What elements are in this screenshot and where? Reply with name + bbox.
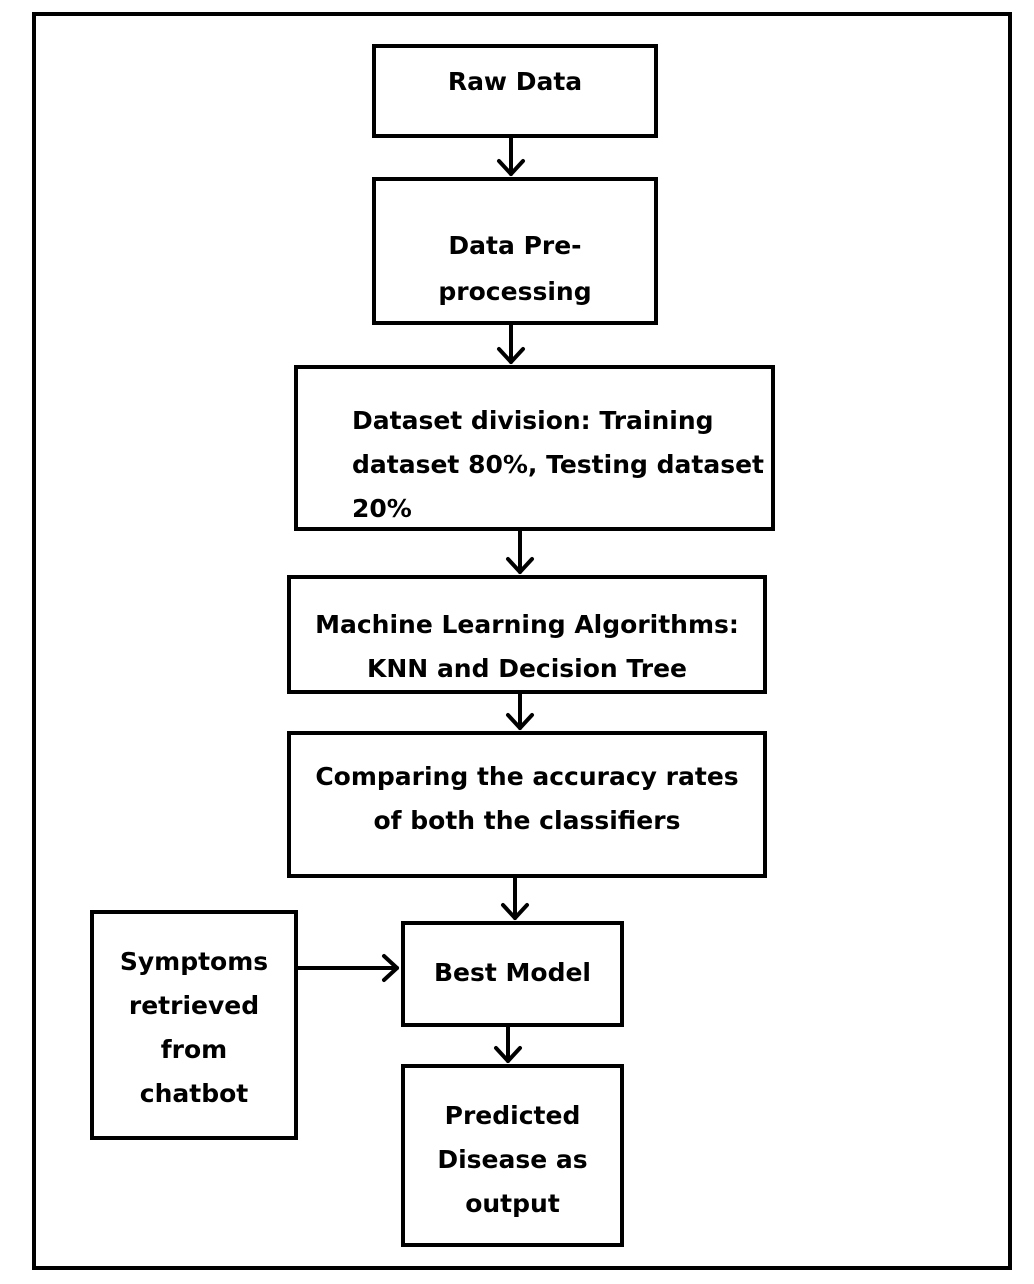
ml-algorithms-label-line-1: Machine Learning Algorithms: (315, 610, 739, 639)
preprocessing-node: Data Pre- processing (372, 177, 658, 325)
ml-algorithms-label-line-2: KNN and Decision Tree (367, 654, 687, 683)
preprocessing-label-line-1: Data Pre- (448, 231, 582, 260)
dataset-division-label-line-3: 20% (352, 494, 412, 523)
raw-data-label: Raw Data (447, 67, 583, 96)
diagram-frame (32, 12, 1012, 1270)
best-model-label: Best Model (433, 958, 592, 987)
best-model-node: Best Model (401, 921, 624, 1027)
preprocessing-label-line-2: processing (438, 277, 592, 306)
comparing-node: Comparing the accuracy rates of both the… (287, 731, 767, 878)
dataset-division-label-line-1: Dataset division: Training (352, 406, 714, 435)
dataset-division-node: Dataset division: Training dataset 80%, … (294, 365, 775, 531)
predicted-label-line-3: output (465, 1189, 560, 1218)
comparing-label-line-1: Comparing the accuracy rates (315, 762, 739, 791)
raw-data-node: Raw Data (372, 44, 658, 138)
comparing-label-line-2: of both the classifiers (373, 806, 681, 835)
symptoms-label-line-1: Symptoms (119, 947, 269, 976)
symptoms-label-line-3: from (160, 1035, 228, 1064)
symptoms-label-line-4: chatbot (139, 1079, 249, 1108)
predicted-label-line-2: Disease as (437, 1145, 588, 1174)
ml-algorithms-node: Machine Learning Algorithms: KNN and Dec… (287, 575, 767, 694)
symptoms-label-line-2: retrieved (128, 991, 260, 1020)
predicted-node: Predicted Disease as output (401, 1064, 624, 1247)
predicted-label-line-1: Predicted (444, 1101, 581, 1130)
dataset-division-label-line-2: dataset 80%, Testing dataset (352, 450, 764, 479)
symptoms-node: Symptoms retrieved from chatbot (90, 910, 298, 1140)
